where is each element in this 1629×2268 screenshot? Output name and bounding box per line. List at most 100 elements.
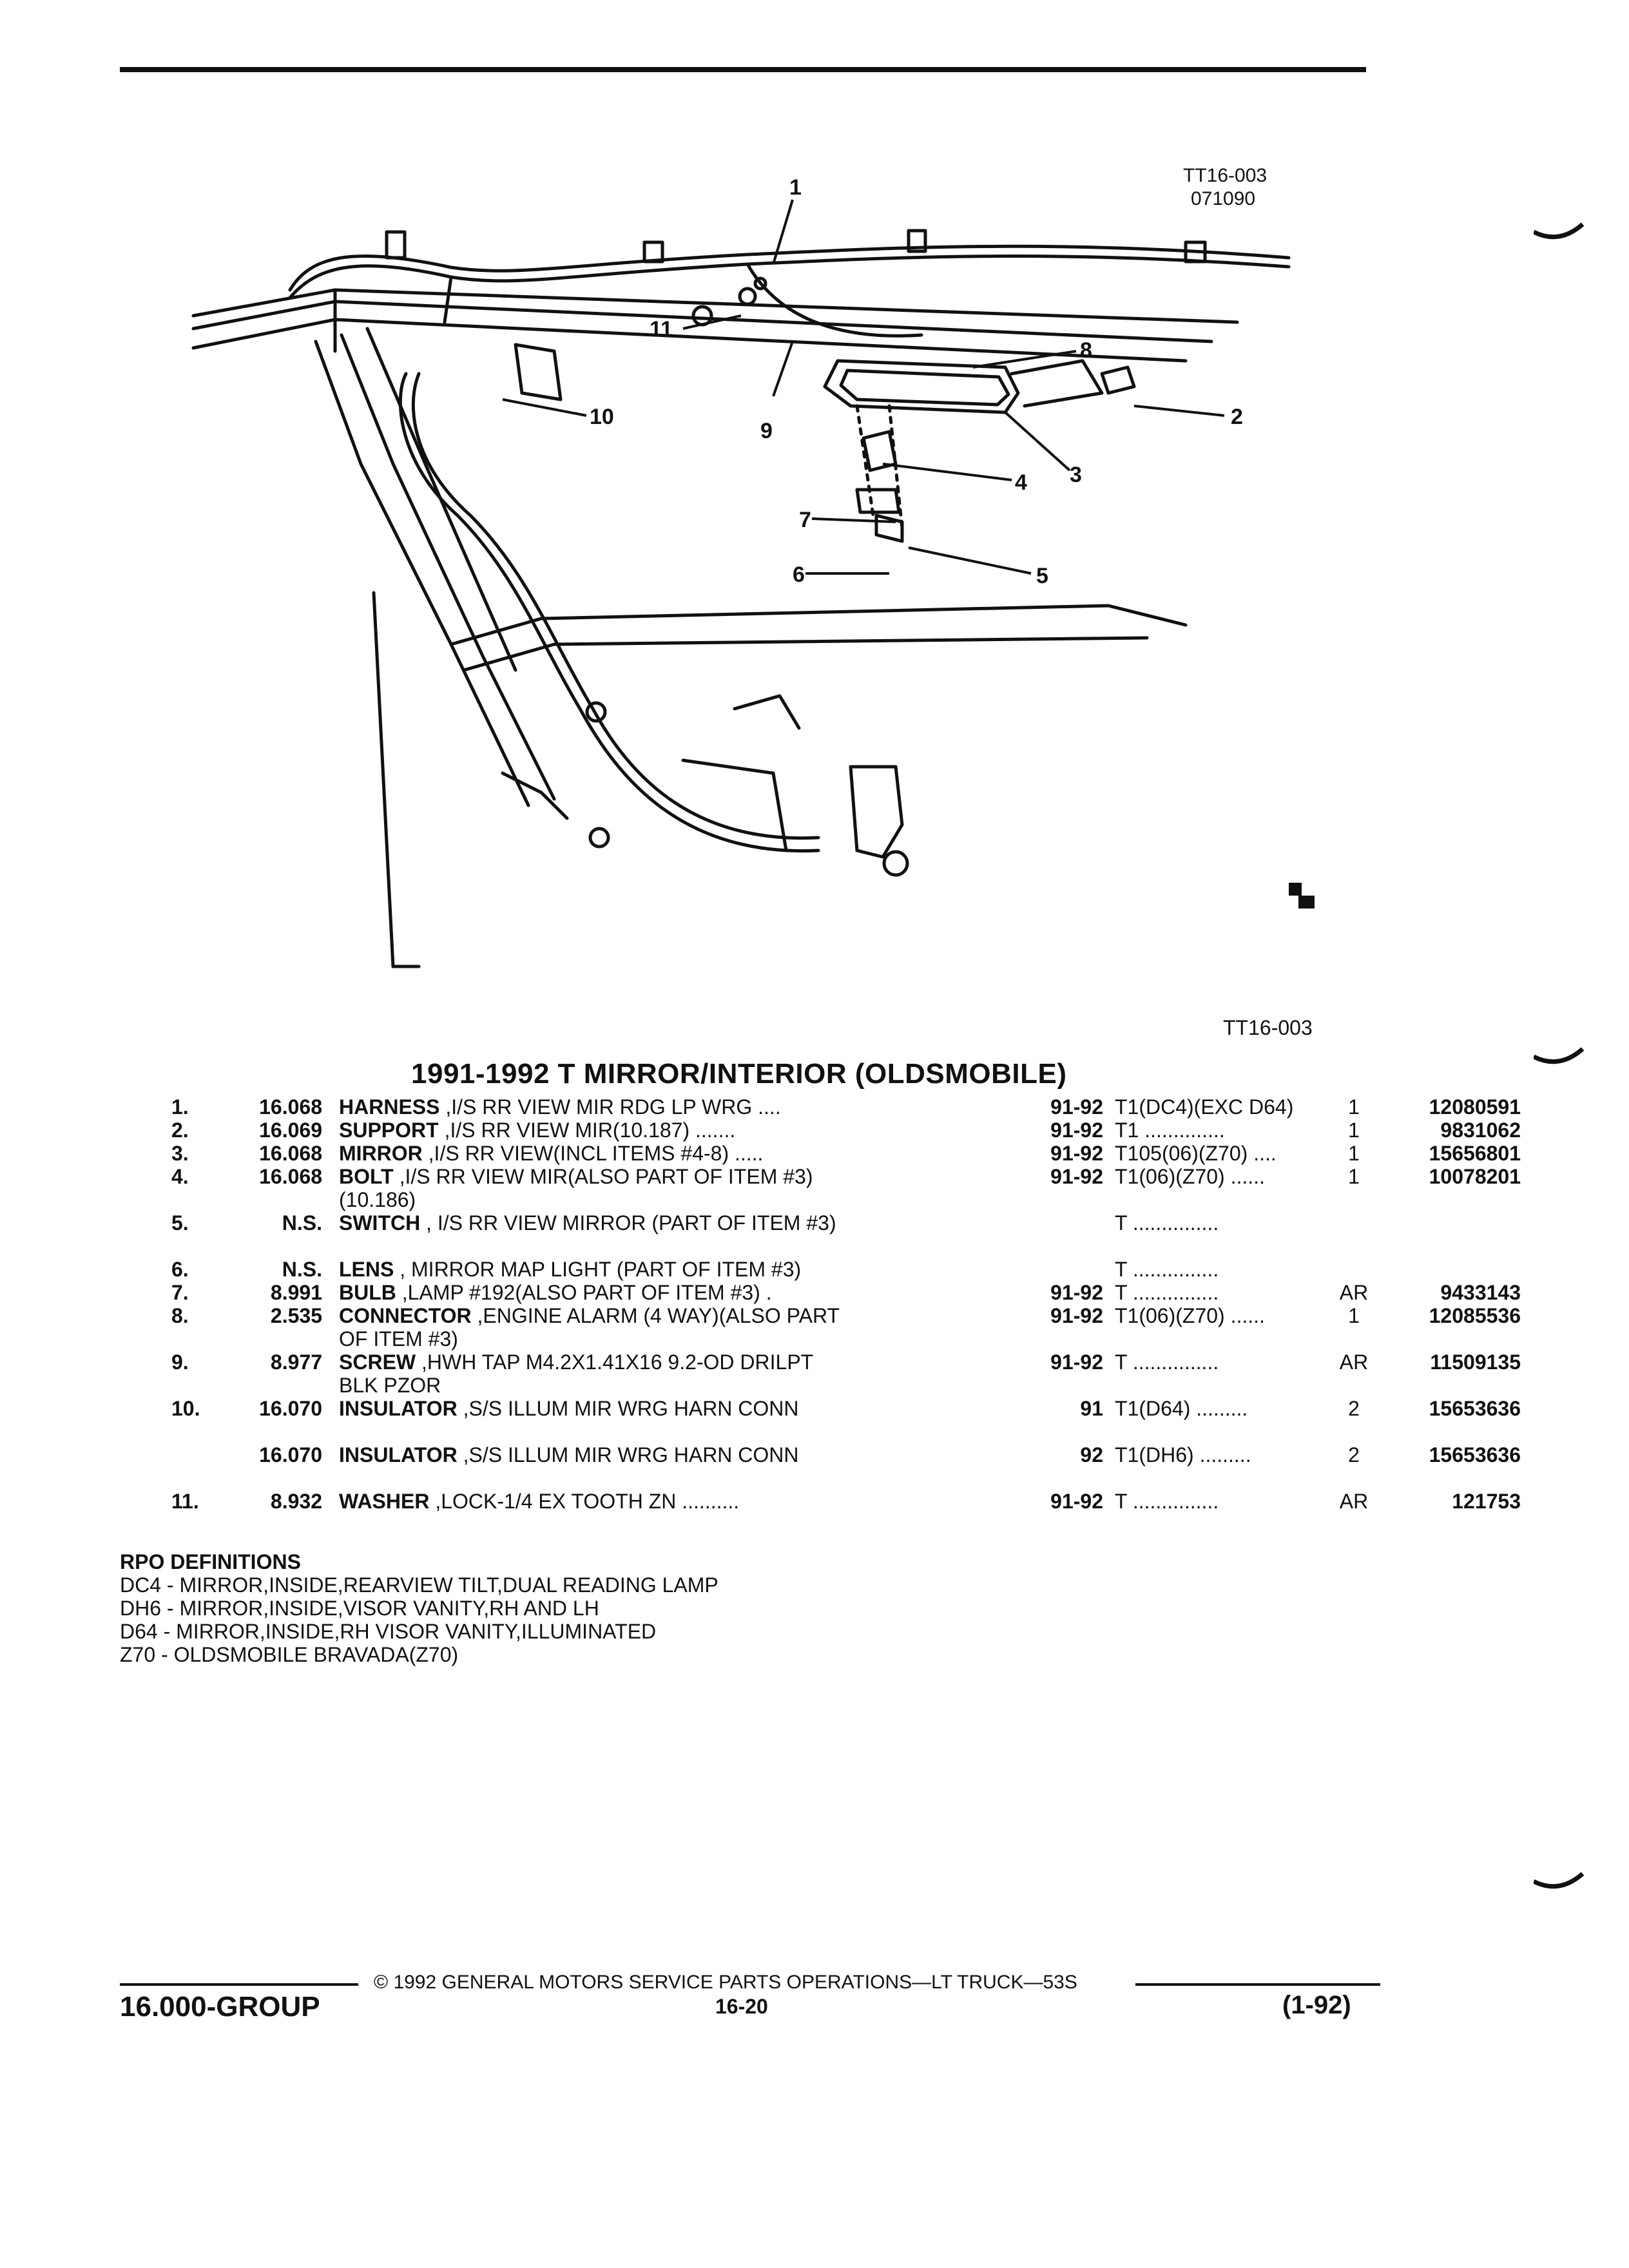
model-year: 92 [1080,1443,1103,1466]
quantity: 1 [1348,1119,1360,1142]
item-number: 7. [171,1281,189,1304]
callout-8: 8 [1080,338,1092,363]
footer-date: (1-92) [1282,1991,1351,2019]
group-number: 8.977 [270,1350,322,1374]
part-number: 10078201 [1429,1165,1521,1188]
part-number: 12085536 [1429,1304,1521,1327]
model-year: 91-92 [1050,1490,1103,1513]
part-description: INSULATOR ,S/S ILLUM MIR WRG HARN CONN [339,1443,816,1466]
model-code: T ............... [1115,1211,1219,1235]
model-code: T ............... [1115,1350,1219,1374]
parts-row: 16.070 INSULATOR ,S/S ILLUM MIR WRG HARN… [148,1443,1521,1490]
logo-mark-icon [1289,883,1315,908]
part-description: BOLT ,I/S RR VIEW MIR(ALSO PART OF ITEM … [339,1165,867,1211]
exploded-view-illustration: 1 2 3 4 5 6 7 8 9 10 11 [191,175,1315,968]
callout-11: 11 [650,317,673,341]
part-number: 9831062 [1440,1119,1521,1142]
quantity: 1 [1348,1142,1360,1165]
group-number: 16.068 [259,1142,322,1165]
callout-7: 7 [799,508,811,532]
footer-copyright: © 1992 GENERAL MOTORS SERVICE PARTS OPER… [374,1972,1077,1993]
binding-mark-icon [1534,1047,1585,1064]
part-desc-text: ,HWH TAP M4.2X1.41X16 9.2-OD DRILPT BLK … [339,1350,813,1397]
part-name: INSULATOR [339,1443,458,1466]
group-number: 16.070 [259,1397,322,1420]
page-title: 1991-1992 T MIRROR/INTERIOR (OLDSMOBILE) [411,1058,1067,1090]
figure-code-bottom: TT16-003 [1223,1016,1313,1039]
model-code: T ............... [1115,1490,1219,1513]
part-name: BULB [339,1281,396,1304]
part-description: BULB ,LAMP #192(ALSO PART OF ITEM #3) . [339,1281,1028,1304]
group-number: 16.069 [259,1119,322,1142]
part-description: SCREW ,HWH TAP M4.2X1.41X16 9.2-OD DRILP… [339,1350,829,1397]
quantity: 1 [1348,1165,1360,1188]
rpo-line: DC4 - MIRROR,INSIDE,REARVIEW TILT,DUAL R… [120,1573,718,1597]
parts-row: 6. N.S. LENS , MIRROR MAP LIGHT (PART OF… [148,1258,1385,1281]
top-rule [120,67,1366,72]
quantity: AR [1339,1350,1369,1374]
part-description: LENS , MIRROR MAP LIGHT (PART OF ITEM #3… [339,1258,1028,1281]
item-number: 10. [171,1397,200,1420]
part-desc-text: ,I/S RR VIEW MIR(ALSO PART OF ITEM #3)(1… [339,1165,813,1211]
model-year: 91-92 [1050,1142,1103,1165]
part-name: HARNESS [339,1095,440,1119]
quantity: AR [1339,1490,1369,1513]
part-number: 15653636 [1429,1443,1521,1466]
model-year: 91-92 [1050,1095,1103,1119]
part-name: SWITCH [339,1211,421,1235]
item-number: 11. [171,1490,199,1513]
quantity: 1 [1348,1095,1360,1119]
part-description: SWITCH , I/S RR VIEW MIRROR (PART OF ITE… [339,1211,867,1235]
model-year: 91-92 [1050,1165,1103,1188]
parts-row: 7. 8.991 BULB ,LAMP #192(ALSO PART OF IT… [148,1281,1521,1304]
callout-1: 1 [789,175,802,200]
part-description: INSULATOR ,S/S ILLUM MIR WRG HARN CONN [339,1397,816,1420]
model-code: T ............... [1115,1258,1219,1281]
model-year: 91 [1080,1397,1103,1420]
group-number: N.S. [282,1258,322,1281]
group-number: 2.535 [270,1304,322,1327]
callout-10: 10 [590,405,614,429]
parts-row: 11. 8.932 WASHER ,LOCK-1/4 EX TOOTH ZN .… [148,1490,1521,1513]
group-number: 8.991 [270,1281,322,1304]
part-desc-text: ,ENGINE ALARM (4 WAY)(ALSO PART OF ITEM … [339,1304,840,1350]
parts-row: 1. 16.068 HARNESS ,I/S RR VIEW MIR RDG L… [148,1095,1521,1119]
callout-5: 5 [1036,564,1048,588]
parts-row: 3. 16.068 MIRROR ,I/S RR VIEW(INCL ITEMS… [148,1142,1521,1165]
part-name: CONNECTOR [339,1304,472,1327]
part-name: MIRROR [339,1142,423,1165]
quantity: AR [1339,1281,1369,1304]
model-code: T1(D64) ......... [1115,1397,1248,1420]
part-desc-text: ,LOCK-1/4 EX TOOTH ZN .......... [429,1490,740,1513]
figure-code-top: TT16-003 [1183,165,1268,186]
model-code: T1(DC4)(EXC D64) [1115,1095,1294,1119]
part-number: 121753 [1452,1490,1521,1513]
parts-list: 1. 16.068 HARNESS ,I/S RR VIEW MIR RDG L… [148,1095,1521,1513]
item-number: 9. [171,1350,189,1374]
item-number: 5. [171,1211,189,1235]
part-number: 15653636 [1429,1397,1521,1420]
part-description: WASHER ,LOCK-1/4 EX TOOTH ZN .......... [339,1490,1028,1513]
part-desc-text: ,S/S ILLUM MIR WRG HARN CONN [457,1397,799,1420]
part-name: BOLT [339,1165,394,1188]
rpo-title: RPO DEFINITIONS [120,1550,301,1573]
callout-6: 6 [793,562,805,587]
rpo-definitions: RPO DEFINITIONS DC4 - MIRROR,INSIDE,REAR… [120,1550,718,1666]
item-number: 8. [171,1304,189,1327]
model-year: 91-92 [1050,1304,1103,1327]
callout-4: 4 [1015,470,1027,495]
item-number: 6. [171,1258,189,1281]
parts-row: 5. N.S. SWITCH , I/S RR VIEW MIRROR (PAR… [148,1211,1385,1258]
part-description: MIRROR ,I/S RR VIEW(INCL ITEMS #4-8) ...… [339,1142,1028,1165]
callout-2: 2 [1231,405,1243,429]
item-number: 3. [171,1142,189,1165]
model-year: 91-92 [1050,1119,1103,1142]
footer-group: 16.000-GROUP [120,1991,320,2023]
quantity: 2 [1348,1443,1360,1466]
item-number: 4. [171,1165,189,1188]
model-code: T1(06)(Z70) ...... [1115,1165,1265,1188]
callout-9: 9 [760,419,773,443]
part-number: 15656801 [1429,1142,1521,1165]
parts-row: 2. 16.069 SUPPORT ,I/S RR VIEW MIR(10.18… [148,1119,1521,1142]
part-description: HARNESS ,I/S RR VIEW MIR RDG LP WRG .... [339,1095,1028,1119]
